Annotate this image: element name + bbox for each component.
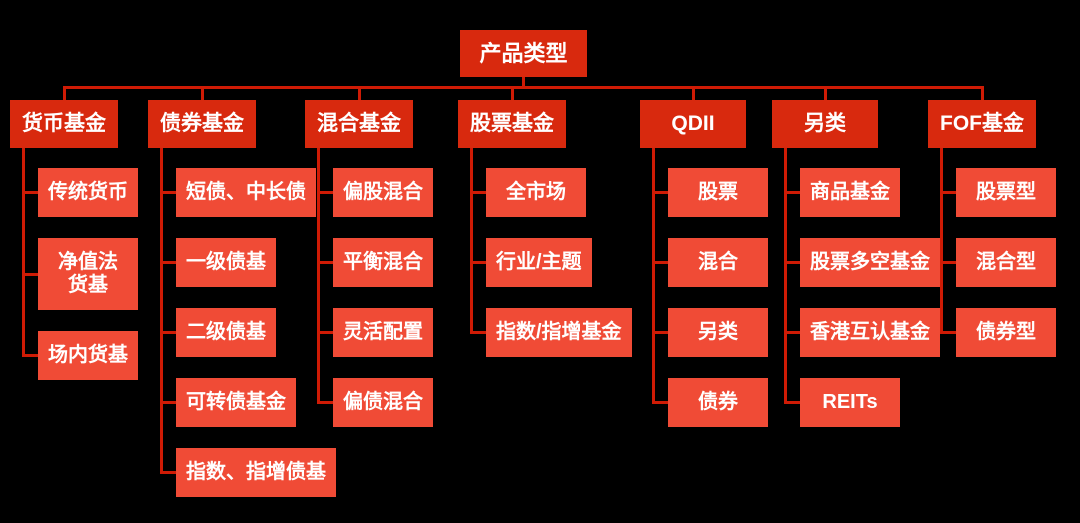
connector-line xyxy=(652,148,655,405)
subcategory-node: 平衡混合 xyxy=(333,238,433,288)
connector-line xyxy=(784,331,800,335)
connector-line xyxy=(160,261,176,265)
connector-line xyxy=(522,77,525,89)
subcategory-list: 全市场行业/主题指数/指增基金 xyxy=(486,168,632,358)
branch-column: 货币基金传统货币净值法 货基场内货基 xyxy=(10,100,138,381)
category-node: QDII xyxy=(640,100,746,149)
subcategory-node: 偏股混合 xyxy=(333,168,433,218)
connector-line xyxy=(652,401,668,405)
subcategory-node: 行业/主题 xyxy=(486,238,592,288)
subcategory-node: 二级债基 xyxy=(176,308,276,358)
category-node: FOF基金 xyxy=(928,100,1036,149)
branch-column: 股票基金全市场行业/主题指数/指增基金 xyxy=(458,100,632,358)
subcategory-list: 偏股混合平衡混合灵活配置偏债混合 xyxy=(333,168,433,428)
subcategory-node: 混合型 xyxy=(956,238,1056,288)
branch-column: 另类商品基金股票多空基金香港互认基金 REITs xyxy=(772,100,940,428)
connector-line xyxy=(510,86,514,100)
connector-line xyxy=(691,86,695,100)
connector-line xyxy=(317,191,333,195)
subcategory-list: 传统货币净值法 货基场内货基 xyxy=(38,168,138,381)
subcategory-list: 股票型混合型债券型 xyxy=(956,168,1056,358)
subcategory-node: 指数/指增基金 xyxy=(486,308,632,358)
connector-line xyxy=(470,331,486,335)
subcategory-list: 短债、中长债一级债基二级债基可转债基金指数、指增债基 xyxy=(176,168,336,498)
connector-line xyxy=(357,86,361,100)
subcategory-node: REITs xyxy=(800,378,900,428)
connector-line xyxy=(160,331,176,335)
connector-line xyxy=(160,471,176,475)
connector-line xyxy=(160,148,163,475)
connector-line xyxy=(470,191,486,195)
connector-line xyxy=(652,261,668,265)
subcategory-node: 短债、中长债 xyxy=(176,168,316,218)
subcategory-node: 可转债基金 xyxy=(176,378,296,428)
connector-line xyxy=(317,261,333,265)
root-node-product-type: 产品类型 xyxy=(460,30,587,78)
connector-line xyxy=(22,272,38,276)
connector-line xyxy=(940,331,956,335)
branch-column: QDII 股票混合另类债券 xyxy=(640,100,768,428)
category-node: 债券基金 xyxy=(148,100,256,149)
connector-line xyxy=(652,331,668,335)
connector-line xyxy=(317,331,333,335)
branch-column: FOF基金股票型混合型债券型 xyxy=(928,100,1056,358)
connector-line xyxy=(160,401,176,405)
connector-line xyxy=(940,148,943,335)
category-node: 股票基金 xyxy=(458,100,566,149)
connector-line xyxy=(980,86,984,100)
subcategory-node: 一级债基 xyxy=(176,238,276,288)
connector-line xyxy=(200,86,204,100)
connector-line xyxy=(784,191,800,195)
connector-line xyxy=(64,86,982,89)
connector-line xyxy=(22,354,38,358)
subcategory-node: 净值法 货基 xyxy=(38,238,138,311)
connector-line xyxy=(317,148,320,405)
subcategory-node: 偏债混合 xyxy=(333,378,433,428)
category-node: 另类 xyxy=(772,100,878,149)
subcategory-node: 场内货基 xyxy=(38,331,138,381)
connector-line xyxy=(652,191,668,195)
subcategory-node: 商品基金 xyxy=(800,168,900,218)
subcategory-node: 债券 xyxy=(668,378,768,428)
subcategory-node: 股票 xyxy=(668,168,768,218)
subcategory-node: 香港互认基金 xyxy=(800,308,940,358)
subcategory-node: 混合 xyxy=(668,238,768,288)
subcategory-node: 传统货币 xyxy=(38,168,138,218)
connector-line xyxy=(470,261,486,265)
subcategory-list: 商品基金股票多空基金香港互认基金 REITs xyxy=(800,168,940,428)
connector-line xyxy=(22,148,25,358)
branch-column: 债券基金短债、中长债一级债基二级债基可转债基金指数、指增债基 xyxy=(148,100,336,498)
category-node: 货币基金 xyxy=(10,100,118,149)
subcategory-node: 债券型 xyxy=(956,308,1056,358)
subcategory-list: 股票混合另类债券 xyxy=(668,168,768,428)
connector-line xyxy=(823,86,827,100)
category-node: 混合基金 xyxy=(305,100,413,149)
subcategory-node: 另类 xyxy=(668,308,768,358)
connector-line xyxy=(317,401,333,405)
connector-line xyxy=(784,148,787,405)
branch-column: 混合基金偏股混合平衡混合灵活配置偏债混合 xyxy=(305,100,433,428)
connector-line xyxy=(160,191,176,195)
connector-line xyxy=(940,191,956,195)
connector-line xyxy=(784,401,800,405)
connector-line xyxy=(784,261,800,265)
connector-line xyxy=(940,261,956,265)
connector-line xyxy=(22,191,38,195)
subcategory-node: 指数、指增债基 xyxy=(176,448,336,498)
connector-line xyxy=(62,86,66,100)
connector-line xyxy=(470,148,473,335)
subcategory-node: 股票多空基金 xyxy=(800,238,940,288)
subcategory-node: 全市场 xyxy=(486,168,586,218)
subcategory-node: 灵活配置 xyxy=(333,308,433,358)
subcategory-node: 股票型 xyxy=(956,168,1056,218)
